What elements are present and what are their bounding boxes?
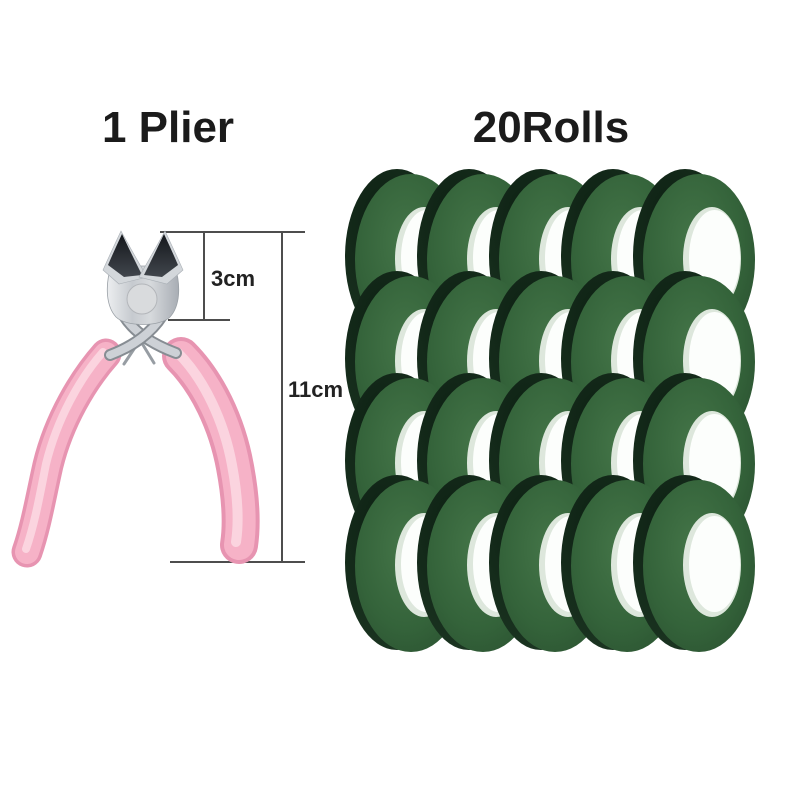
pivot-screw [126,283,158,315]
tape-roll-core [689,516,740,612]
dimension-label-3cm: 3cm [211,266,256,291]
right-handle [162,337,260,564]
dimension-label-11cm: 11cm [288,377,344,402]
left-handle [11,338,122,568]
left-jaw [102,230,148,285]
rolls-grid [345,168,758,654]
plier-section-title: 1 Plier [101,103,235,152]
tape-roll [633,474,758,654]
plier-graphic [11,230,305,568]
rolls-section-title: 20Rolls [472,103,630,152]
right-jaw [138,230,184,285]
